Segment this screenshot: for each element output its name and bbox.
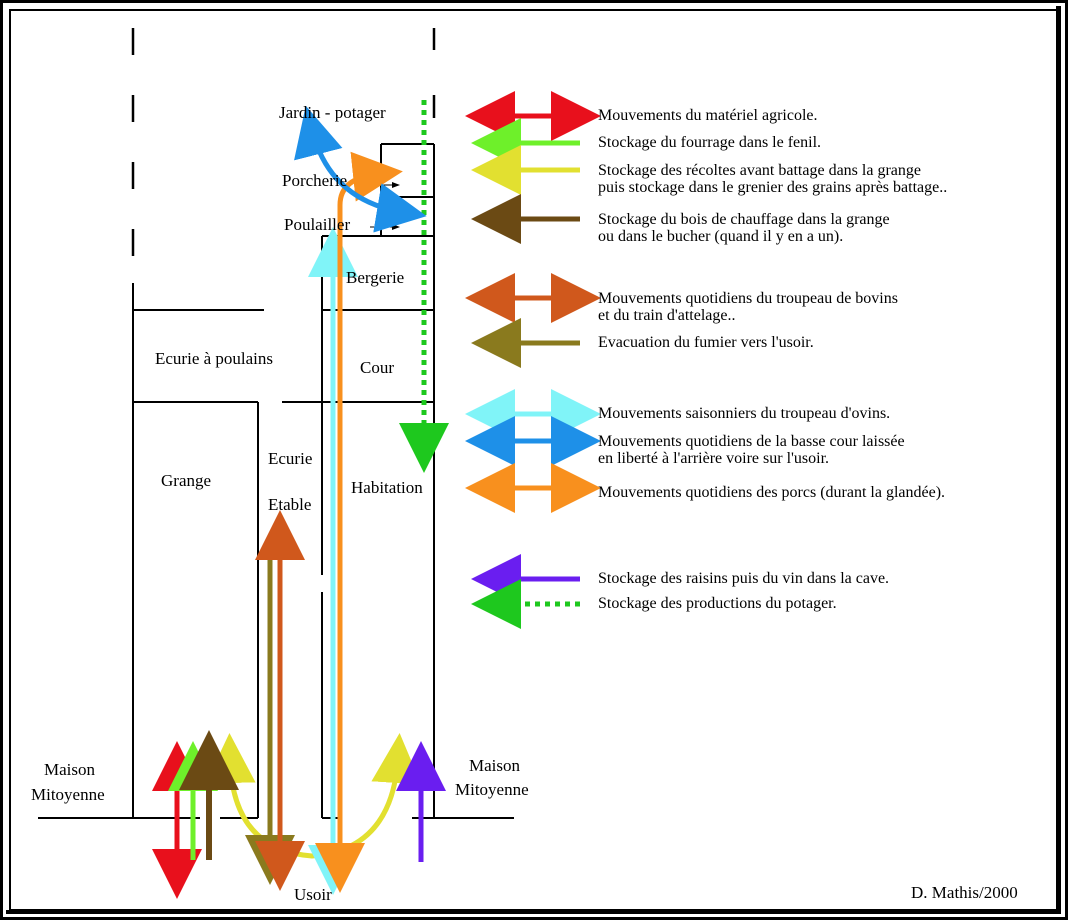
- jardin-potager-label: Jardin - potager: [279, 103, 386, 122]
- cour-label: Cour: [360, 358, 394, 377]
- legend-text-recoltes-1: Stockage des récoltes avant battage dans…: [598, 162, 921, 179]
- usoir-label: Usoir: [294, 885, 332, 904]
- habitation-label: Habitation: [351, 478, 423, 497]
- credit-label: D. Mathis/2000: [911, 883, 1018, 902]
- maison-left-line1: Maison: [44, 760, 95, 779]
- legend-text-fumier: Evacuation du fumier vers l'usoir.: [598, 334, 814, 351]
- poulailler-label: Poulailler: [284, 215, 351, 234]
- bergerie-label: Bergerie: [346, 268, 405, 287]
- legend-text-bovins-1: Mouvements quotidiens du troupeau de bov…: [598, 290, 898, 307]
- maison-right-line2: Mitoyenne: [455, 780, 529, 799]
- etable-label: Etable: [268, 495, 312, 514]
- frame-shadow-right: [1056, 6, 1061, 914]
- maison-right-line1: Maison: [469, 756, 520, 775]
- legend-text-basse-cour-2: en liberté à l'arrière voire sur l'usoir…: [598, 450, 830, 467]
- legend-text-materiel: Mouvements du matériel agricole.: [598, 107, 818, 124]
- building-walls: [38, 28, 514, 819]
- legend-text-porcs: Mouvements quotidiens des porcs (durant …: [598, 484, 946, 501]
- diagram-movement-arrows: [152, 100, 449, 899]
- legend-text-raisins: Stockage des raisins puis du vin dans la…: [598, 570, 890, 587]
- ecurie-label: Ecurie: [268, 449, 313, 468]
- legend-arrows: [465, 91, 601, 629]
- legend-text-ovins: Mouvements saisonniers du troupeau d'ovi…: [598, 405, 891, 422]
- legend-text-bovins-2: et du train d'attelage..: [598, 307, 736, 324]
- grange-label: Grange: [161, 471, 212, 490]
- basse-cour-arrow: [294, 105, 427, 233]
- maison-left-line2: Mitoyenne: [31, 785, 105, 804]
- harvest-arc-arrow: [205, 733, 422, 859]
- porcherie-label: Porcherie: [282, 171, 348, 190]
- ecurie-poulains-label: Ecurie à poulains: [155, 349, 274, 368]
- legend-text-bois-2: ou dans le bucher (quand il y en a un).: [598, 228, 844, 245]
- legend-text-fourrage: Stockage du fourrage dans le fenil.: [598, 134, 822, 151]
- legend-text-bois-1: Stockage du bois de chauffage dans la gr…: [598, 211, 890, 228]
- legend-text-recoltes-2: puis stockage dans le grenier des grains…: [598, 179, 948, 196]
- frame-shadow-bottom: [6, 910, 1061, 914]
- legend-text-basse-cour-1: Mouvements quotidiens de la basse cour l…: [598, 433, 905, 450]
- legend-text-potager: Stockage des productions du potager.: [598, 595, 837, 612]
